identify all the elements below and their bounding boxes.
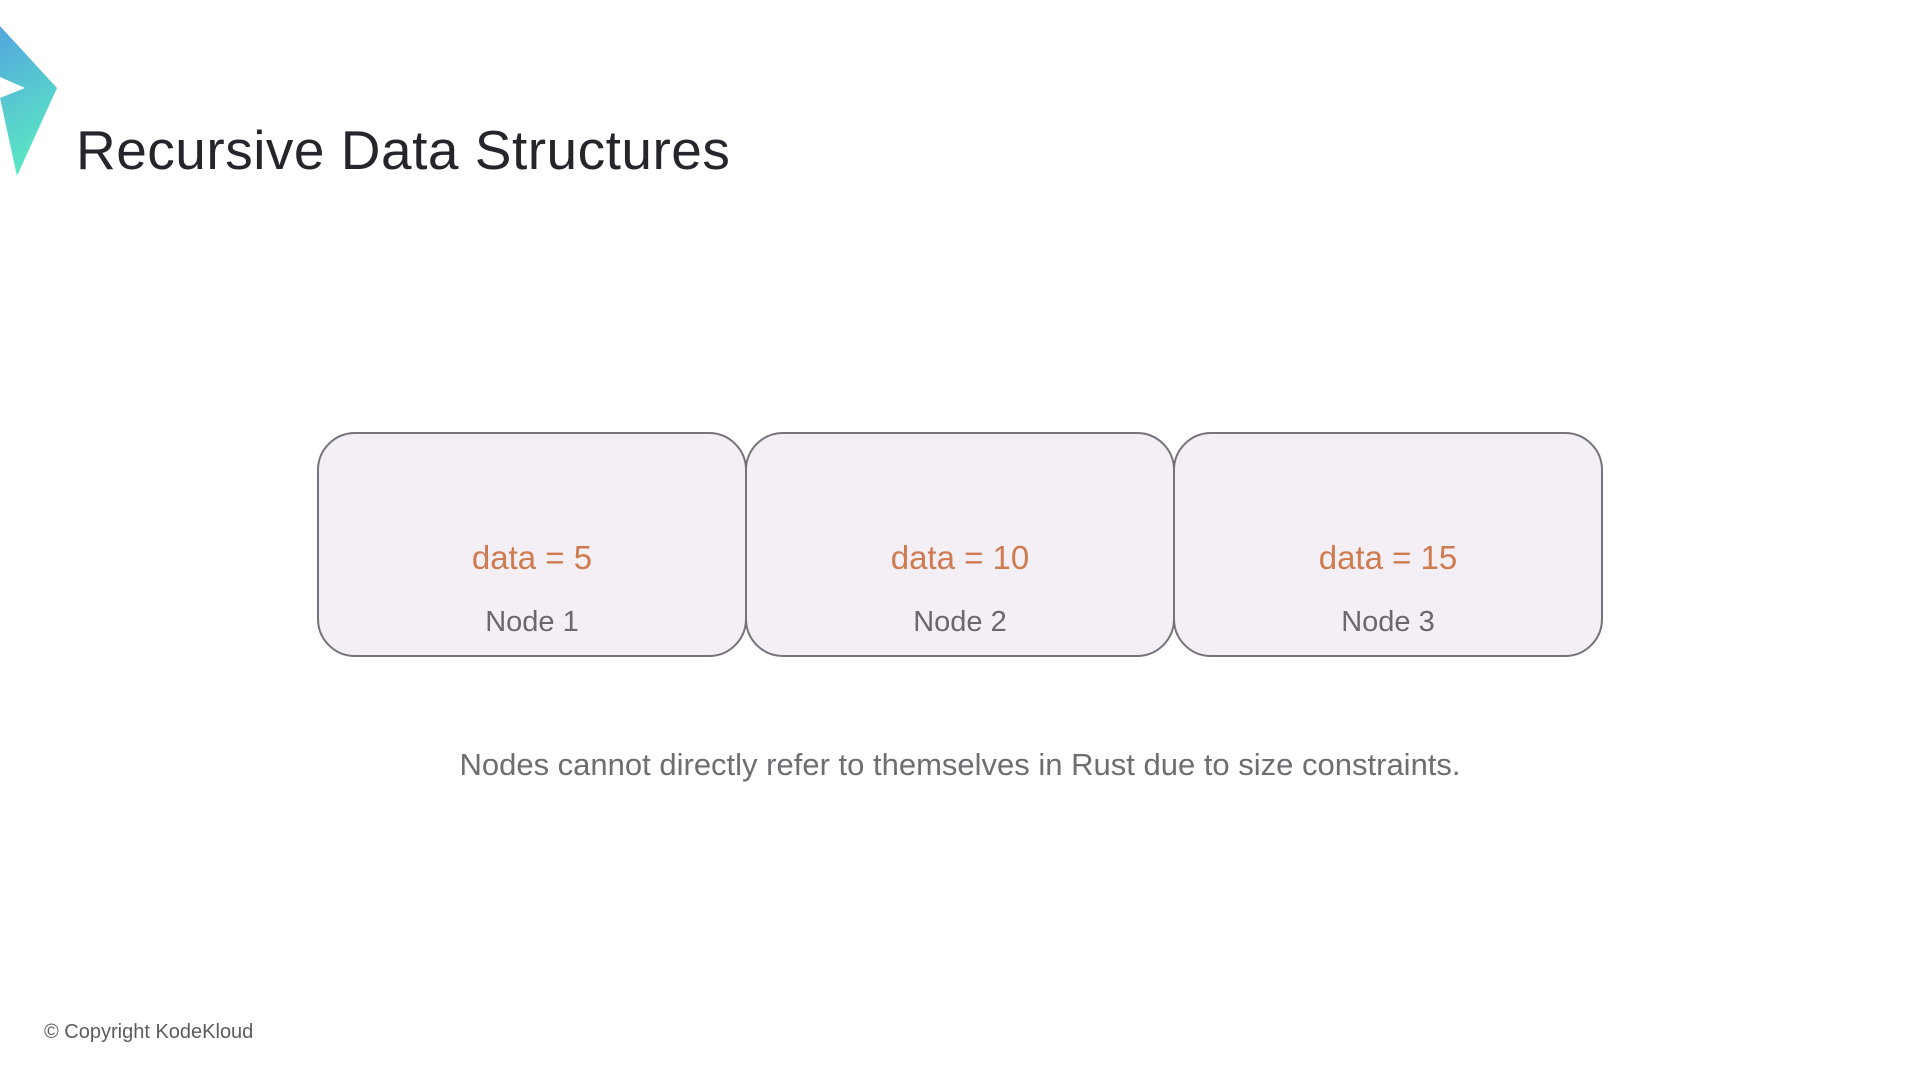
node-name-label: Node 1 [485, 606, 579, 638]
node-data-value: data = 15 [1318, 539, 1458, 576]
node-name-label: Node 3 [1341, 606, 1435, 638]
nodes-row: data = 5 Node 1 data = 10 Node 2 data = … [317, 432, 1603, 657]
node-data-value: data = 10 [890, 539, 1030, 576]
node-box-3: data = 15 Node 3 [1173, 432, 1603, 657]
page-title: Recursive Data Structures [76, 118, 731, 181]
node-box-2: data = 10 Node 2 [745, 432, 1175, 657]
node-box-1: data = 5 Node 1 [317, 432, 747, 657]
node-name-label: Node 2 [913, 606, 1007, 638]
node-data-value: data = 5 [471, 539, 593, 576]
slide-caption: Nodes cannot directly refer to themselve… [459, 747, 1461, 782]
kodekloud-logo-icon [0, 26, 57, 176]
copyright-notice: © Copyright KodeKloud [44, 1021, 254, 1043]
